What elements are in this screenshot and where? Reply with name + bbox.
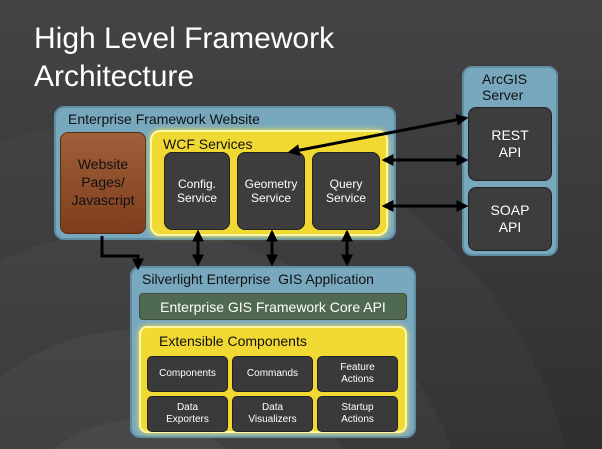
data-visualizers-label: Data Visualizers: [248, 402, 297, 425]
arrow-pages-silverlight: [100, 236, 144, 271]
silverlight-app-label: Silverlight Enterprise GIS Application: [142, 271, 374, 287]
core-api-label: Enterprise GIS Framework Core API: [160, 298, 386, 315]
website-pages-label: Website Pages/ Javascript: [71, 156, 135, 208]
extensible-components-label: Extensible Components: [159, 333, 307, 349]
startup-actions-label: Startup Actions: [341, 402, 374, 425]
startup-actions-box: Startup Actions: [317, 396, 398, 432]
data-visualizers-box: Data Visualizers: [232, 396, 313, 432]
website-label: Enterprise Framework Website: [68, 111, 260, 127]
feature-actions-box: Feature Actions: [317, 356, 398, 392]
data-exporters-label: Data Exporters: [166, 402, 209, 425]
data-exporters-box: Data Exporters: [147, 396, 228, 432]
geometry-service-label: Geometry Service: [244, 177, 298, 205]
components-label: Components: [159, 368, 216, 379]
query-service-label: Query Service: [325, 177, 366, 205]
rest-api-label: REST API: [491, 127, 529, 160]
geometry-service-box: Geometry Service: [237, 152, 305, 230]
commands-box: Commands: [232, 356, 313, 392]
arcgis-server-label: ArcGIS Server: [482, 71, 528, 103]
components-box: Components: [147, 356, 228, 392]
slide-title: High Level Framework Architecture: [34, 22, 335, 93]
soap-api-label: SOAP API: [490, 202, 530, 235]
website-pages-box: Website Pages/ Javascript: [60, 132, 146, 234]
config-service-box: Config. Service: [164, 152, 230, 230]
config-service-label: Config. Service: [176, 177, 217, 205]
feature-actions-label: Feature Actions: [340, 362, 375, 385]
rest-api-box: REST API: [468, 107, 552, 181]
commands-label: Commands: [246, 368, 299, 379]
query-service-box: Query Service: [312, 152, 380, 230]
arrow-geometry-rest: [287, 113, 469, 157]
soap-api-box: SOAP API: [468, 187, 552, 251]
wcf-services-label: WCF Services: [163, 136, 253, 152]
core-api-box: Enterprise GIS Framework Core API: [139, 293, 407, 320]
